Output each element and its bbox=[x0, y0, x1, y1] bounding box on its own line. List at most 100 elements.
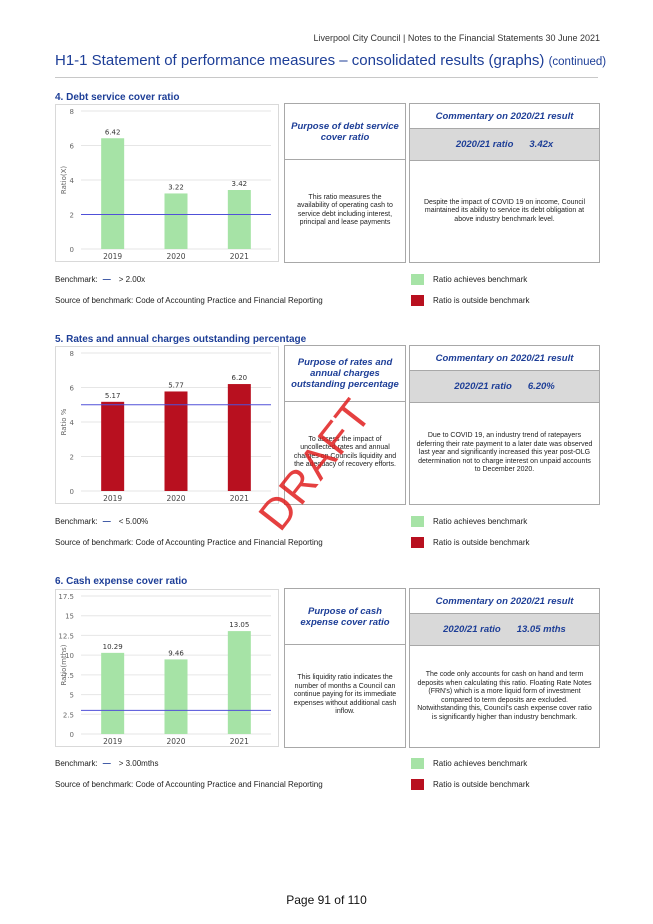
purpose-title: Purpose of cash expense cover ratio bbox=[285, 589, 405, 645]
y-axis-label: Ratio % bbox=[60, 408, 68, 435]
y-tick-label: 8 bbox=[70, 350, 74, 358]
benchmark-label: Benchmark: bbox=[55, 759, 98, 768]
commentary-text: Despite the impact of COVID 19 on income… bbox=[423, 198, 586, 223]
y-tick-label: 0 bbox=[70, 246, 74, 254]
legend-outside: Ratio is outside benchmark bbox=[411, 779, 530, 790]
y-tick-label: 4 bbox=[70, 177, 75, 185]
legend-achieves: Ratio achieves benchmark bbox=[411, 516, 527, 527]
red-swatch-icon bbox=[411, 779, 424, 790]
page-title: H1-1 Statement of performance measures –… bbox=[55, 52, 606, 69]
x-tick-label: 2020 bbox=[166, 494, 185, 503]
green-swatch-icon bbox=[411, 758, 424, 769]
y-tick-label: 12.5 bbox=[58, 632, 74, 640]
y-tick-label: 10 bbox=[65, 652, 74, 660]
section-title: 6. Cash expense cover ratio bbox=[55, 576, 188, 587]
y-tick-label: 2 bbox=[70, 212, 74, 220]
commentary-title: Commentary on 2020/21 result bbox=[410, 589, 599, 614]
legend-achieves-label: Ratio achieves benchmark bbox=[433, 759, 528, 768]
data-label: 10.29 bbox=[103, 643, 123, 651]
legend-achieves: Ratio achieves benchmark bbox=[411, 758, 527, 769]
y-axis-label: Ratio(mths) bbox=[60, 644, 68, 685]
header-divider bbox=[55, 77, 598, 78]
benchmark-value: < 5.00% bbox=[118, 517, 149, 526]
y-tick-label: 0 bbox=[70, 488, 74, 496]
y-tick-label: 6 bbox=[70, 385, 75, 393]
red-swatch-icon bbox=[411, 537, 424, 548]
y-tick-label: 5 bbox=[70, 692, 74, 700]
red-swatch-icon bbox=[411, 295, 424, 306]
purpose-box: Purpose of cash expense cover ratio This… bbox=[284, 588, 406, 748]
legend-achieves-label: Ratio achieves benchmark bbox=[433, 517, 528, 526]
data-label: 3.42 bbox=[232, 180, 248, 188]
y-tick-label: 8 bbox=[70, 108, 74, 116]
page-number: Page 91 of 110 bbox=[286, 893, 367, 907]
legend-achieves-label: Ratio achieves benchmark bbox=[433, 275, 528, 284]
benchmark-line-icon: — bbox=[102, 759, 111, 768]
legend-outside-label: Ratio is outside benchmark bbox=[433, 780, 530, 789]
ratio-value: 3.42x bbox=[529, 139, 554, 150]
benchmark-row: Benchmark: — > 3.00mths bbox=[55, 759, 159, 768]
data-label: 5.77 bbox=[168, 381, 184, 389]
legend-outside-label: Ratio is outside benchmark bbox=[433, 296, 530, 305]
y-tick-label: 6 bbox=[70, 143, 75, 151]
legend-outside: Ratio is outside benchmark bbox=[411, 537, 530, 548]
ratio-value: 13.05 mths bbox=[516, 624, 566, 635]
benchmark-line-icon: — bbox=[102, 275, 111, 284]
x-tick-label: 2019 bbox=[103, 737, 122, 746]
x-tick-label: 2020 bbox=[166, 252, 185, 261]
y-axis-label: Ratio(X) bbox=[60, 166, 68, 194]
bar bbox=[227, 190, 251, 249]
bar bbox=[101, 652, 125, 734]
y-tick-label: 7.5 bbox=[63, 672, 74, 680]
y-tick-label: 2.5 bbox=[63, 711, 74, 719]
page-title-text: H1-1 Statement of performance measures –… bbox=[55, 52, 545, 69]
ratio-row: 2020/21 ratio 3.42x bbox=[410, 129, 599, 161]
ratio-value: 6.20% bbox=[527, 381, 555, 392]
benchmark-value: > 3.00mths bbox=[118, 759, 159, 768]
benchmark-label: Benchmark: bbox=[55, 517, 98, 526]
green-swatch-icon bbox=[411, 516, 424, 527]
purpose-box: Purpose of rates and annual charges outs… bbox=[284, 345, 406, 505]
purpose-title: Purpose of rates and annual charges outs… bbox=[285, 346, 405, 402]
commentary-text: Due to COVID 19, an industry trend of ra… bbox=[416, 432, 593, 474]
ratio-label: 2020/21 ratio bbox=[455, 139, 514, 150]
y-tick-label: 15 bbox=[65, 613, 74, 621]
benchmark-value: > 2.00x bbox=[118, 275, 146, 284]
x-tick-label: 2021 bbox=[230, 737, 249, 746]
benchmark-row: Benchmark: — < 5.00% bbox=[55, 517, 148, 526]
x-tick-label: 2019 bbox=[103, 252, 122, 261]
ratio-label: 2020/21 ratio bbox=[454, 381, 512, 392]
y-tick-label: 4 bbox=[70, 419, 75, 427]
legend-outside-label: Ratio is outside benchmark bbox=[433, 538, 530, 547]
data-label: 5.17 bbox=[105, 392, 121, 400]
bar bbox=[164, 193, 188, 249]
benchmark-source: Source of benchmark: Code of Accounting … bbox=[55, 296, 323, 305]
x-tick-label: 2019 bbox=[103, 494, 122, 503]
purpose-box: Purpose of debt service cover ratio This… bbox=[284, 103, 406, 263]
benchmark-label: Benchmark: bbox=[55, 275, 98, 284]
y-tick-label: 2 bbox=[70, 454, 74, 462]
purpose-title: Purpose of debt service cover ratio bbox=[285, 104, 405, 160]
bar bbox=[164, 659, 188, 734]
ratio-label: 2020/21 ratio bbox=[443, 624, 501, 635]
legend-achieves: Ratio achieves benchmark bbox=[411, 274, 527, 285]
y-tick-label: 17.5 bbox=[58, 593, 74, 601]
bar bbox=[101, 401, 125, 491]
commentary-title: Commentary on 2020/21 result bbox=[410, 104, 599, 129]
x-tick-label: 2021 bbox=[230, 494, 249, 503]
running-header: Liverpool City Council | Notes to the Fi… bbox=[313, 33, 601, 43]
data-label: 6.42 bbox=[105, 128, 121, 136]
benchmark-line-icon: — bbox=[102, 517, 111, 526]
section-title: 5. Rates and annual charges outstanding … bbox=[55, 334, 307, 345]
y-tick-label: 0 bbox=[70, 731, 74, 739]
bar bbox=[227, 384, 251, 491]
commentary-box: Commentary on 2020/21 result 2020/21 rat… bbox=[409, 345, 600, 505]
ratio-row: 2020/21 ratio 6.20% bbox=[410, 371, 599, 403]
green-swatch-icon bbox=[411, 274, 424, 285]
